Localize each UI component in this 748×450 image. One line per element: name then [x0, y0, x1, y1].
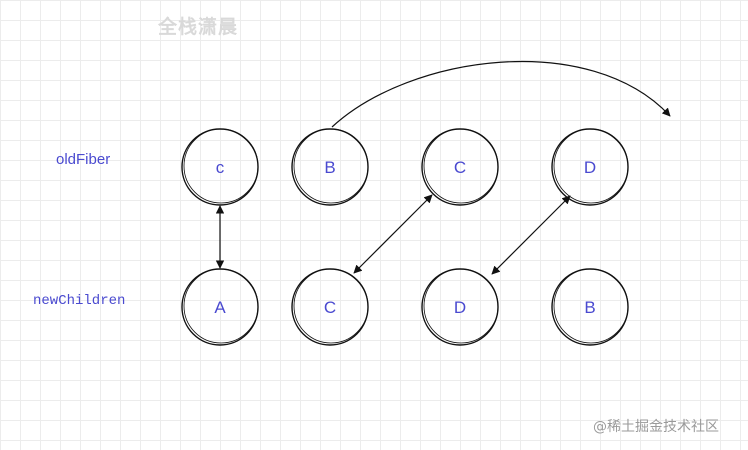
link-c-c [353, 194, 433, 274]
new-node-0-label: A [214, 298, 226, 317]
old-node-3: D [551, 128, 629, 206]
new-node-1-label: C [324, 298, 336, 317]
new-children-label: newChildren [33, 293, 126, 309]
new-node-3-label: B [584, 298, 595, 317]
old-node-3-label: D [584, 158, 596, 177]
old-node-1: B [291, 128, 369, 206]
link-d-d [491, 195, 571, 275]
old-node-1-label: B [324, 158, 335, 177]
new-node-1: C [291, 268, 369, 346]
old-fiber-label: oldFiber [56, 151, 111, 168]
link-b-out [331, 60, 671, 128]
old-node-0-label: c [216, 158, 225, 177]
new-node-2: D [421, 268, 499, 346]
old-node-2-label: C [454, 158, 466, 177]
old-node-0: c [181, 128, 259, 206]
new-node-0: A [181, 268, 259, 346]
new-node-2-label: D [454, 298, 466, 317]
old-node-2: C [421, 128, 499, 206]
watermark-source: @稀土掘金技术社区 [593, 419, 719, 435]
new-node-3: B [551, 268, 629, 346]
watermark-title: 全栈潇晨 [158, 16, 239, 38]
